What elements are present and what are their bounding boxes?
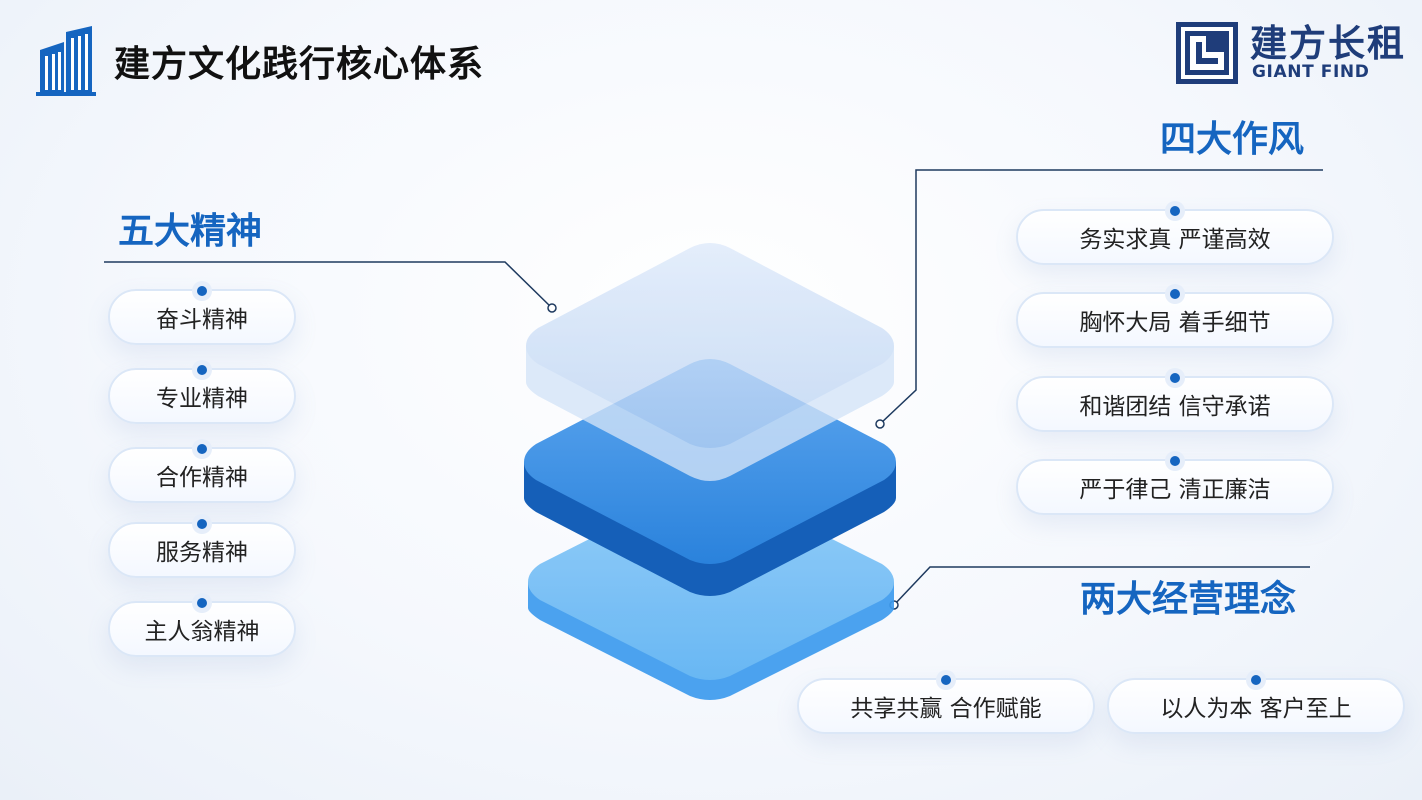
bullet-dot [1165,451,1185,471]
four-styles-item: 严于律己 清正廉洁 [1016,451,1334,515]
page-title: 建方文化践行核心体系 [114,44,485,85]
five-spirits-item-label: 专业精神 [156,386,248,412]
four-styles-item: 务实求真 严谨高效 [1016,201,1334,265]
four-styles-item-label: 严于律己 清正廉洁 [1079,477,1271,503]
five-spirits-item: 奋斗精神 [108,281,296,345]
four-styles-item: 胸怀大局 着手细节 [1016,284,1334,348]
layer-top [526,243,894,481]
bullet-dot [192,360,212,380]
four-styles-item: 和谐团结 信守承诺 [1016,368,1334,432]
bullet-dot [1246,670,1266,690]
bullet-dot [192,593,212,613]
two-concepts-item-label: 以人为本 客户至上 [1160,696,1352,722]
bullet-dot [192,281,212,301]
bullet-dot [1165,284,1185,304]
four-styles-item-label: 胸怀大局 着手细节 [1079,310,1271,336]
two-concepts-item-label: 共享共赢 合作赋能 [850,696,1042,722]
five-spirits-item: 主人翁精神 [108,593,296,657]
logo-text-en: GIANT FIND [1252,62,1370,82]
five-spirits-item-label: 服务精神 [156,540,248,566]
logo-text-cn: 建方长租 [1250,22,1406,65]
bullet-dot [1165,368,1185,388]
building-icon [36,26,96,96]
five-spirits-item: 服务精神 [108,514,296,578]
bullet-dot [192,514,212,534]
two-concepts-item: 以人为本 客户至上 [1107,670,1405,734]
five-spirits-item-label: 合作精神 [156,465,248,491]
bullet-dot [1165,201,1185,221]
connector-two-concepts [893,566,1310,606]
five-spirits-item-label: 主人翁精神 [144,619,260,645]
two-concepts-item: 共享共赢 合作赋能 [797,670,1095,734]
four-styles-item-label: 务实求真 严谨高效 [1079,227,1271,253]
bullet-dot [192,439,212,459]
five-spirits-item-label: 奋斗精神 [156,307,248,333]
four-styles-item-label: 和谐团结 信守承诺 [1079,394,1271,420]
heading-four-styles: 四大作风 [1160,119,1305,160]
heading-five-spirits: 五大精神 [118,211,263,252]
connector-five-spirits [104,261,553,309]
heading-two-concepts: 两大经营理念 [1080,579,1297,620]
five-spirits-item: 专业精神 [108,360,296,424]
connector-four-styles [879,169,1323,425]
five-spirits-item: 合作精神 [108,439,296,503]
bullet-dot [936,670,956,690]
logo-mark-icon [1176,22,1238,84]
